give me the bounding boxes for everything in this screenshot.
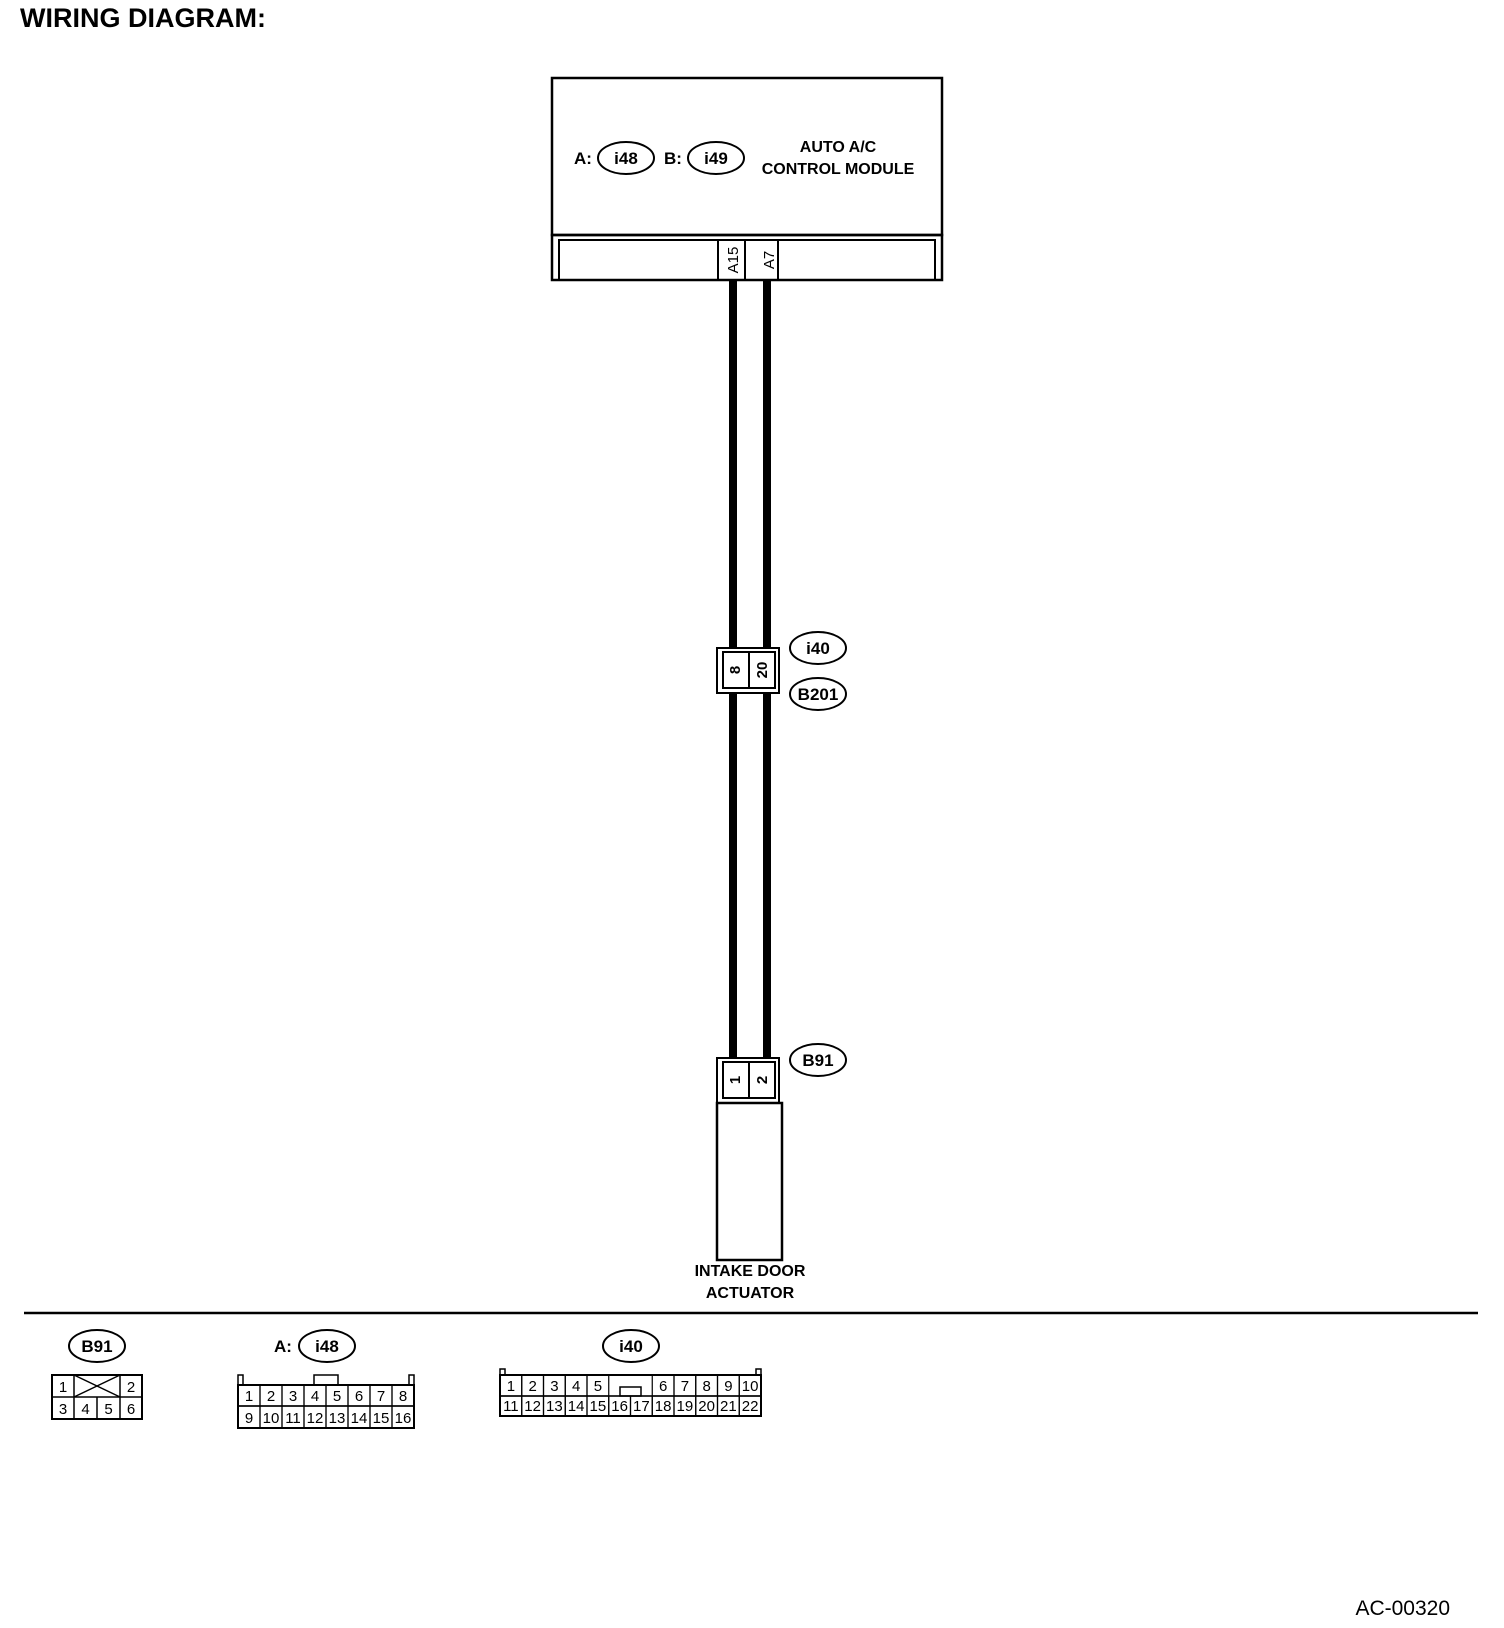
- legend-b91-cell: 1: [59, 1379, 67, 1396]
- module-connector-b-badge: i49: [687, 141, 745, 175]
- legend-b91-badge: B91: [68, 1329, 126, 1363]
- module-prefix-b: B:: [664, 149, 682, 168]
- legend-b91-cell: 4: [81, 1401, 89, 1418]
- legend-pin-label: 6: [659, 1378, 667, 1395]
- legend-pin-label: 1: [507, 1378, 515, 1395]
- legend-pin-label: 15: [373, 1410, 390, 1427]
- legend-pin-label: 6: [355, 1388, 363, 1405]
- actuator-name-line2: ACTUATOR: [706, 1285, 795, 1302]
- legend-pin-label: 2: [267, 1388, 275, 1405]
- legend-pin-cell: [738, 1395, 762, 1417]
- legend-pin-label: 8: [399, 1388, 407, 1405]
- auto-ac-control-module: A: i48 B: i49 AUTO A/C CONTROL MODULE A1…: [550, 76, 944, 282]
- legend-pin-label: 5: [594, 1378, 602, 1395]
- junction-pin-8: 8: [727, 666, 744, 674]
- legend-i40-label: i40: [619, 1337, 643, 1356]
- legend-pin-label: 16: [395, 1410, 412, 1427]
- legend-pin-label: 4: [572, 1378, 580, 1395]
- legend-pin-label: 5: [333, 1388, 341, 1405]
- junction-top-label: i40: [806, 639, 830, 658]
- legend-pin-label: 3: [289, 1388, 297, 1405]
- figure-code: AC-00320: [1355, 1597, 1450, 1620]
- legend-i40-badge: i40: [602, 1329, 660, 1363]
- module-pin-a15: A15: [725, 247, 742, 274]
- legend-b91-cell: 5: [104, 1401, 112, 1418]
- actuator-pin-1: 1: [727, 1076, 744, 1084]
- legend-pin-label: 7: [681, 1378, 689, 1395]
- legend-pin-label: 14: [351, 1410, 368, 1427]
- legend-pin-label: 14: [568, 1398, 585, 1415]
- legend-pin-label: 13: [546, 1398, 563, 1415]
- legend-pin-label: 11: [285, 1410, 301, 1427]
- legend-b91-cell: 3: [59, 1401, 67, 1418]
- module-connector-a-badge: i48: [597, 141, 655, 175]
- legend-pin-label: 12: [524, 1398, 541, 1415]
- legend-pin-label: 2: [528, 1378, 536, 1395]
- actuator-connector-label: B91: [802, 1051, 833, 1070]
- legend-connector-b91: B91 1 2 3 4 5 6: [51, 1329, 143, 1420]
- legend-pin-label: 16: [611, 1398, 628, 1415]
- legend-i48-label: i48: [315, 1337, 339, 1356]
- legend-pin-label: 15: [590, 1398, 607, 1415]
- legend-pin-label: 21: [720, 1398, 737, 1415]
- junction-bottom-label: B201: [798, 685, 839, 704]
- actuator-connector-badge: B91: [789, 1043, 847, 1077]
- actuator-pin-2: 2: [754, 1076, 771, 1084]
- legend-pin-cell: [391, 1405, 415, 1429]
- module-connector-b-label: i49: [704, 149, 728, 168]
- intake-door-actuator: 1 2 B91 INTAKE DOOR ACTUATOR: [695, 1043, 847, 1302]
- page-title: WIRING DIAGRAM:: [20, 3, 266, 33]
- actuator-name-line1: INTAKE DOOR: [695, 1263, 806, 1280]
- legend-b91-cell: 2: [127, 1379, 135, 1396]
- legend-pin-label: 10: [742, 1378, 759, 1395]
- module-connector-a-label: i48: [614, 149, 638, 168]
- legend-pin-label: 18: [655, 1398, 672, 1415]
- legend-pin-label: 13: [329, 1410, 346, 1427]
- module-name-line2: CONTROL MODULE: [762, 161, 915, 178]
- wire-harness: [729, 280, 771, 1058]
- legend-pin-label: 20: [698, 1398, 715, 1415]
- legend-pin-label: 11: [503, 1398, 519, 1415]
- legend-pin-label: 8: [702, 1378, 710, 1395]
- legend-b91-label: B91: [81, 1337, 112, 1356]
- legend-i48-badge: i48: [298, 1329, 356, 1363]
- legend-pin-label: 10: [263, 1410, 280, 1427]
- legend-pin-label: 4: [311, 1388, 319, 1405]
- legend-pin-label: 7: [377, 1388, 385, 1405]
- legend-pin-label: 22: [742, 1398, 759, 1415]
- legend-pin-label: 12: [307, 1410, 324, 1427]
- junction-bottom-badge: B201: [789, 677, 847, 711]
- junction-connector-i40-b201: 8 20 i40 B201: [716, 631, 847, 711]
- junction-top-badge: i40: [789, 631, 847, 665]
- legend-i48-prefix: A:: [274, 1337, 292, 1356]
- legend-pin-label: 17: [633, 1398, 650, 1415]
- legend-pin-label: 9: [245, 1410, 253, 1427]
- module-prefix-a: A:: [574, 149, 592, 168]
- legend-pin-label: 19: [677, 1398, 694, 1415]
- junction-pin-20: 20: [754, 662, 771, 679]
- module-pin-a7: A7: [761, 251, 778, 269]
- legend-pin-label: 9: [724, 1378, 732, 1395]
- legend-b91-cell: 6: [127, 1401, 135, 1418]
- module-name-line1: AUTO A/C: [800, 139, 877, 156]
- legend-pin-label: 3: [550, 1378, 558, 1395]
- legend-pin-label: 1: [245, 1388, 253, 1405]
